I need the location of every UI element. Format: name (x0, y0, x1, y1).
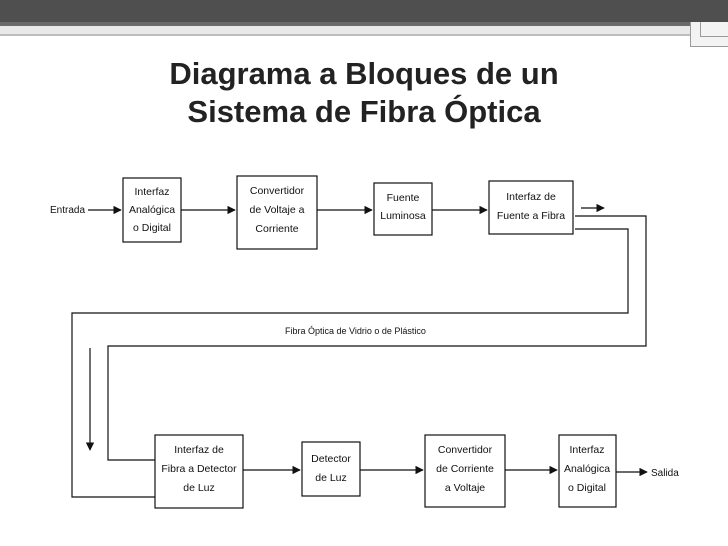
block-bottom-4-line-2: Analógica (564, 463, 610, 475)
block-top-2: Convertidor de Voltaje a Corriente (236, 175, 318, 250)
block-bottom-3-line-2: de Corriente (436, 463, 494, 475)
block-top-3-line-1: Fuente (387, 192, 420, 204)
block-bottom-2-line-2: de Luz (315, 472, 347, 484)
block-top-2-line-3: Corriente (255, 223, 298, 235)
block-top-2-line-1: Convertidor (250, 185, 305, 197)
corner-decoration-inner (700, 22, 728, 37)
block-top-4-line-1: Interfaz de (506, 191, 556, 203)
slide-title: Diagrama a Bloques de un Sistema de Fibr… (169, 56, 559, 129)
block-bottom-1-line-2: Fibra a Detector (161, 463, 237, 475)
block-top-4: Interfaz de Fuente a Fibra (488, 180, 574, 235)
block-bottom-3-line-3: a Voltaje (445, 482, 485, 494)
fiber-label: Fibra Óptica de Vidrio o de Plástico (285, 326, 426, 336)
slide-header-dark-band (0, 0, 728, 22)
fiber-cable-outer (71, 228, 629, 498)
fiber-cable-inner (107, 215, 647, 461)
slide-header-rule (0, 34, 728, 36)
block-bottom-3-line-1: Convertidor (438, 444, 493, 456)
slide-header-accent (0, 22, 728, 26)
block-top-1-line-3: o Digital (133, 222, 171, 234)
block-bottom-1-line-1: Interfaz de (174, 444, 224, 456)
block-bottom-1: Interfaz de Fibra a Detector de Luz (154, 434, 244, 509)
output-label: Salida (651, 468, 679, 479)
block-bottom-2: Detector de Luz (301, 441, 361, 497)
block-top-2-line-2: de Voltaje a (250, 204, 305, 216)
block-top-1-line-2: Analógica (129, 204, 175, 216)
block-bottom-4-line-3: o Digital (568, 482, 606, 494)
block-top-1: Interfaz Analógica o Digital (122, 177, 182, 243)
block-top-1-line-1: Interfaz (134, 186, 169, 198)
block-top-4-line-2: Fuente a Fibra (497, 210, 565, 222)
block-top-3-line-2: Luminosa (380, 210, 426, 222)
input-label: Entrada (50, 205, 85, 216)
block-bottom-4: Interfaz Analógica o Digital (558, 434, 617, 508)
block-bottom-2-line-1: Detector (311, 453, 351, 465)
block-bottom-4-line-1: Interfaz (569, 444, 604, 456)
corner-decoration (690, 22, 728, 47)
block-bottom-3: Convertidor de Corriente a Voltaje (424, 434, 506, 508)
block-top-3: Fuente Luminosa (373, 182, 433, 236)
block-bottom-1-line-3: de Luz (183, 482, 215, 494)
